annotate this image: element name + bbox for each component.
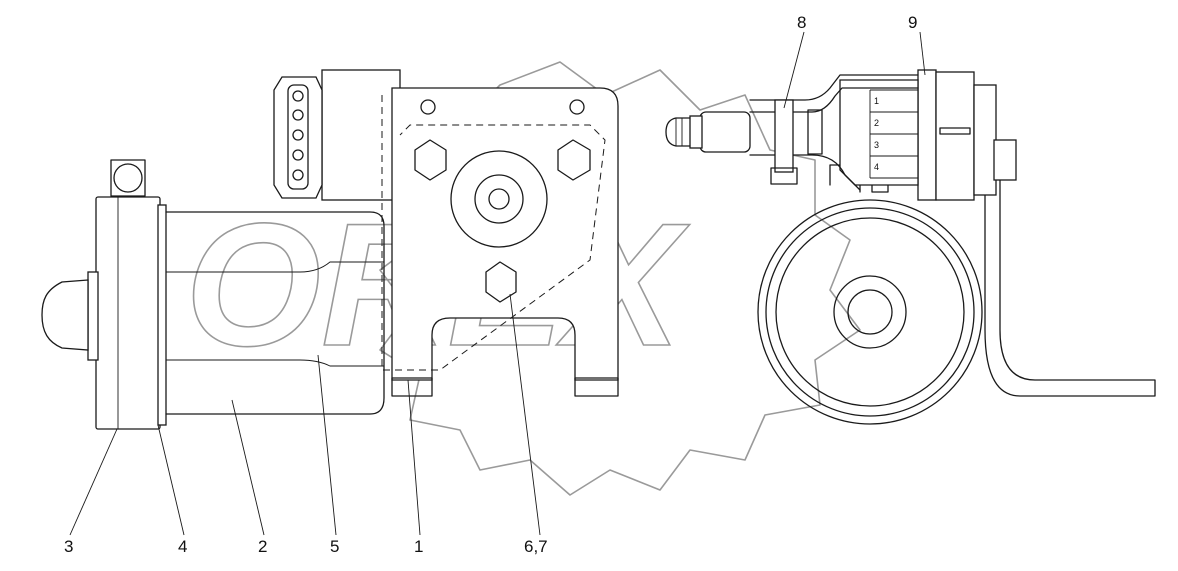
nut-hex xyxy=(485,261,517,303)
callout-2: 2 xyxy=(258,537,267,556)
callout-3: 3 xyxy=(64,537,73,556)
terminal-mark-3: 3 xyxy=(874,140,879,150)
terminal-block: 1 2 3 4 xyxy=(839,79,919,186)
gearbox-housing xyxy=(381,87,619,397)
gasket xyxy=(157,204,167,426)
terminal-mark-1: 1 xyxy=(874,96,879,106)
terminal-mark-4: 4 xyxy=(874,162,879,172)
callout-8: 8 xyxy=(797,13,806,32)
terminal-mark-2: 2 xyxy=(874,118,879,128)
watermark-gear xyxy=(379,61,861,496)
callout-6-7: 6,7 xyxy=(524,537,548,556)
clamp-ring xyxy=(757,69,1156,425)
callout-1: 1 xyxy=(414,537,423,556)
connector xyxy=(273,69,401,201)
callout-9: 9 xyxy=(908,13,917,32)
callout-5: 5 xyxy=(330,537,339,556)
leader-lines xyxy=(69,31,926,536)
motor-housing xyxy=(165,211,385,415)
callout-4: 4 xyxy=(178,537,187,556)
end-cover xyxy=(41,159,161,430)
hose-bracket xyxy=(665,74,919,191)
